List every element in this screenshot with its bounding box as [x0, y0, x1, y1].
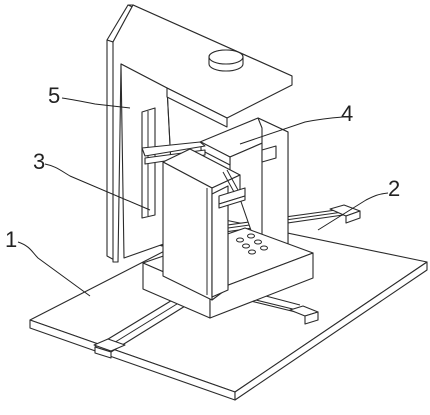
tool-clamp: [218, 169, 246, 209]
portal-frame: [106, 4, 293, 263]
top-motor: [208, 49, 244, 72]
callout-2: 2: [388, 176, 400, 201]
table-holes: [236, 233, 268, 255]
callout-1: 1: [5, 227, 17, 252]
callout-5: 5: [48, 83, 60, 108]
callout-3: 3: [33, 149, 45, 174]
callout-4: 4: [341, 101, 353, 126]
leader-lines: [17, 97, 389, 297]
lift-plate: [199, 117, 289, 263]
